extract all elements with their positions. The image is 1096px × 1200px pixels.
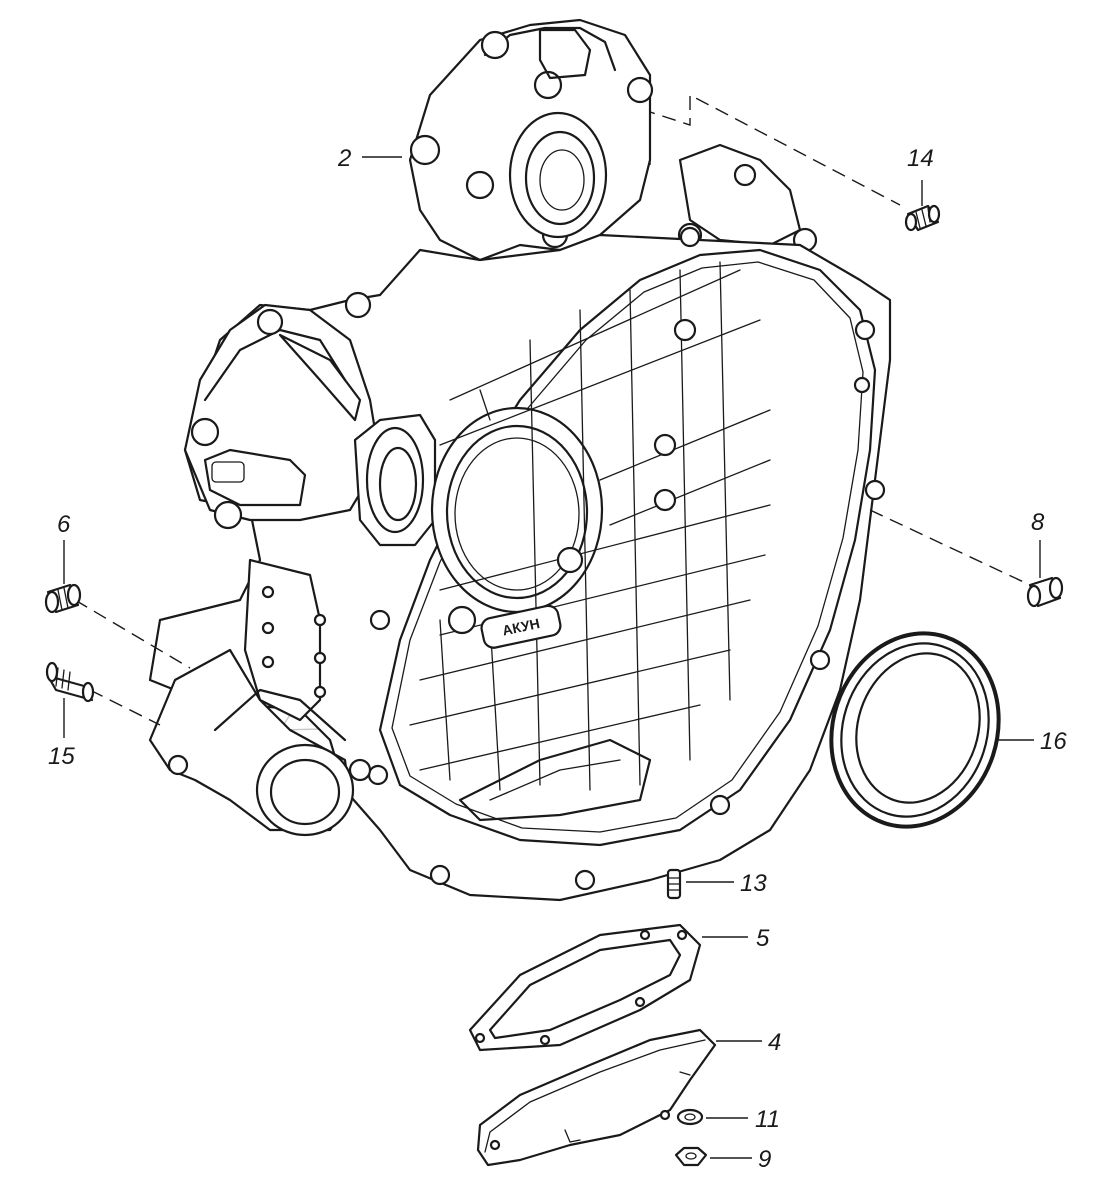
callout-5: 5 bbox=[756, 925, 770, 952]
plug-part-14 bbox=[904, 204, 941, 232]
stud-part-15 bbox=[45, 661, 95, 703]
callout-8: 8 bbox=[1031, 509, 1045, 536]
callout-2: 2 bbox=[337, 145, 351, 172]
callout-15: 15 bbox=[48, 743, 75, 770]
callout-6: 6 bbox=[57, 511, 71, 538]
flywheel-housing: АКУН bbox=[148, 18, 892, 902]
cover-plate-part-4 bbox=[476, 1028, 717, 1167]
assembly-lines bbox=[74, 93, 1031, 726]
callout-16: 16 bbox=[1040, 728, 1067, 755]
nut-part-9 bbox=[674, 1146, 708, 1167]
plug-part-6 bbox=[44, 583, 82, 614]
housing-rib-grid bbox=[409, 261, 771, 791]
pin-part-13 bbox=[666, 868, 682, 900]
callout-4: 4 bbox=[768, 1029, 781, 1056]
callout-13: 13 bbox=[740, 870, 767, 897]
housing-stamp-label: АКУН bbox=[501, 615, 541, 639]
seal-ring-part-16 bbox=[829, 631, 1001, 829]
plug-part-8 bbox=[1026, 576, 1064, 608]
washer-part-11 bbox=[676, 1108, 704, 1126]
callout-14: 14 bbox=[907, 145, 934, 172]
callout-labels: 2 14 6 8 15 16 13 5 4 11 9 bbox=[48, 145, 1067, 1173]
leader-lines bbox=[63, 156, 1041, 1159]
callout-9: 9 bbox=[758, 1146, 771, 1173]
callout-11: 11 bbox=[755, 1106, 780, 1133]
gasket-part-5 bbox=[468, 923, 702, 1052]
